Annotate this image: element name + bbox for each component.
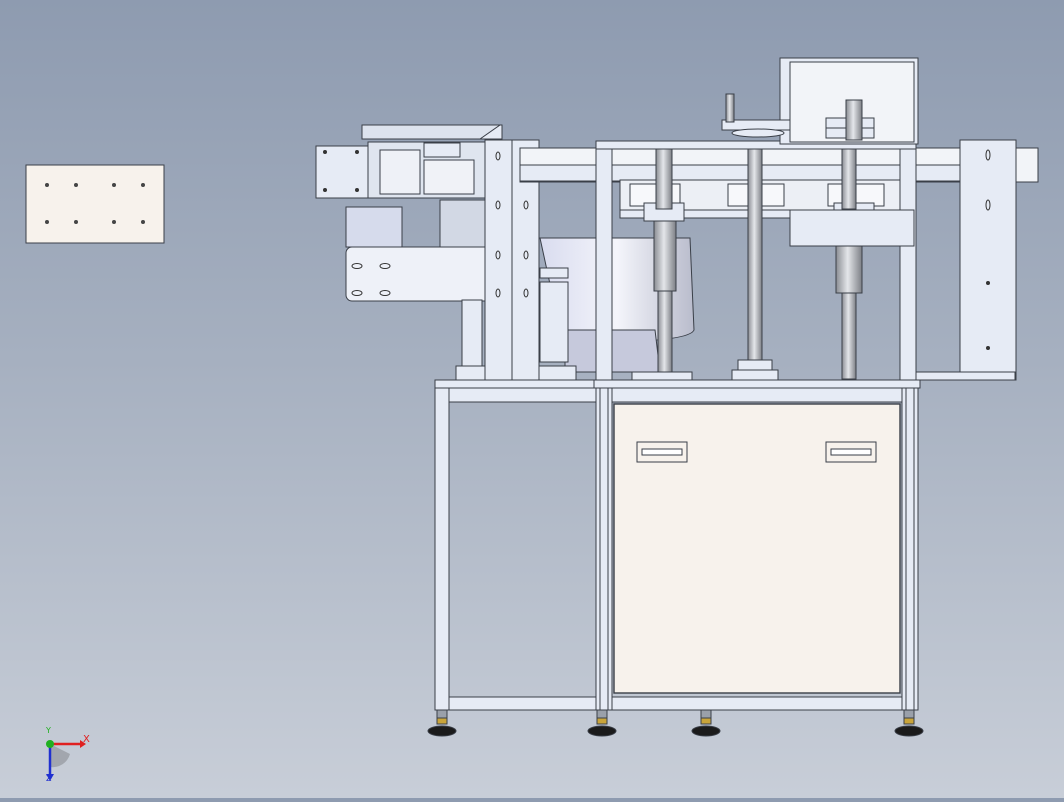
axis-x-label: X <box>83 734 90 745</box>
leveling-feet <box>427 709 924 737</box>
axis-y-label: Y <box>46 726 51 735</box>
cylinder-frame <box>595 140 917 381</box>
upper-left-assembly <box>315 124 577 381</box>
axis-z-label: Z <box>46 774 52 783</box>
top-enclosure <box>721 57 919 247</box>
coordinate-triad-icon: X Y Z <box>40 726 100 787</box>
main-cabinet <box>593 379 921 711</box>
left-base-frame <box>434 379 606 711</box>
detached-mounting-plate <box>25 164 165 244</box>
